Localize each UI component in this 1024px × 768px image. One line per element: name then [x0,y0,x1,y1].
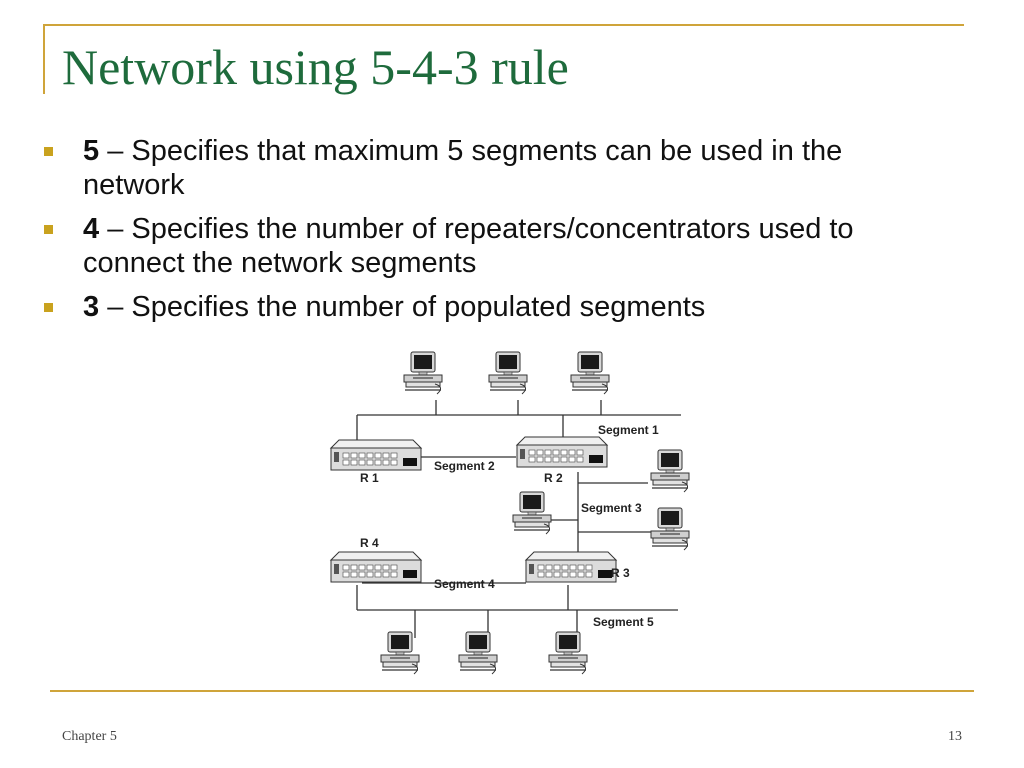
page-number: 13 [948,729,962,744]
repeater-r4-icon [330,551,422,583]
repeater-r3-icon [525,551,617,583]
computer-icon [512,491,552,535]
computer-icon [570,351,610,395]
bullet-list: 5 – Specifies that maximum 5 segments ca… [42,134,942,334]
slide-title: Network using 5-4-3 rule [62,39,569,95]
segment-4-label: Segment 4 [434,577,495,591]
computer-icon [650,449,690,493]
repeater-r1-label: R 1 [360,471,379,485]
repeater-r3-label: R 3 [611,566,630,580]
computer-icon [380,631,420,675]
repeater-r2-icon [516,436,608,468]
repeater-r1-icon [330,439,422,471]
computer-icon [548,631,588,675]
bullet-item-5: 5 – Specifies that maximum 5 segments ca… [42,134,942,202]
segment-1-label: Segment 1 [598,423,659,437]
square-bullet-icon [44,147,53,156]
bullet-text: – Specifies that maximum 5 segments can … [83,135,843,201]
network-diagram: Segment 1 Segment 2 Segment 3 Segment 4 … [330,351,690,675]
bullet-item-3: 3 – Specifies the number of populated se… [42,290,942,324]
bullet-number: 3 [83,291,100,323]
footer-chapter: Chapter 5 [62,729,117,744]
frame-left-rule [43,24,45,94]
frame-top-rule [43,24,964,26]
bullet-number: 5 [83,135,100,167]
segment-5-label: Segment 5 [593,615,654,629]
bullet-text: – Specifies the number of populated segm… [99,291,706,323]
bullet-number: 4 [83,213,100,245]
segment-3-label: Segment 3 [581,501,642,515]
square-bullet-icon [44,303,53,312]
square-bullet-icon [44,225,53,234]
bullet-text: – Specifies the number of repeaters/conc… [83,213,854,279]
segment-2-label: Segment 2 [434,459,495,473]
computer-icon [458,631,498,675]
bullet-item-4: 4 – Specifies the number of repeaters/co… [42,212,942,280]
computer-icon [488,351,528,395]
computer-icon [650,507,690,551]
footer-rule [50,690,974,692]
repeater-r2-label: R 2 [544,471,563,485]
repeater-r4-label: R 4 [360,536,379,550]
computer-icon [403,351,443,395]
